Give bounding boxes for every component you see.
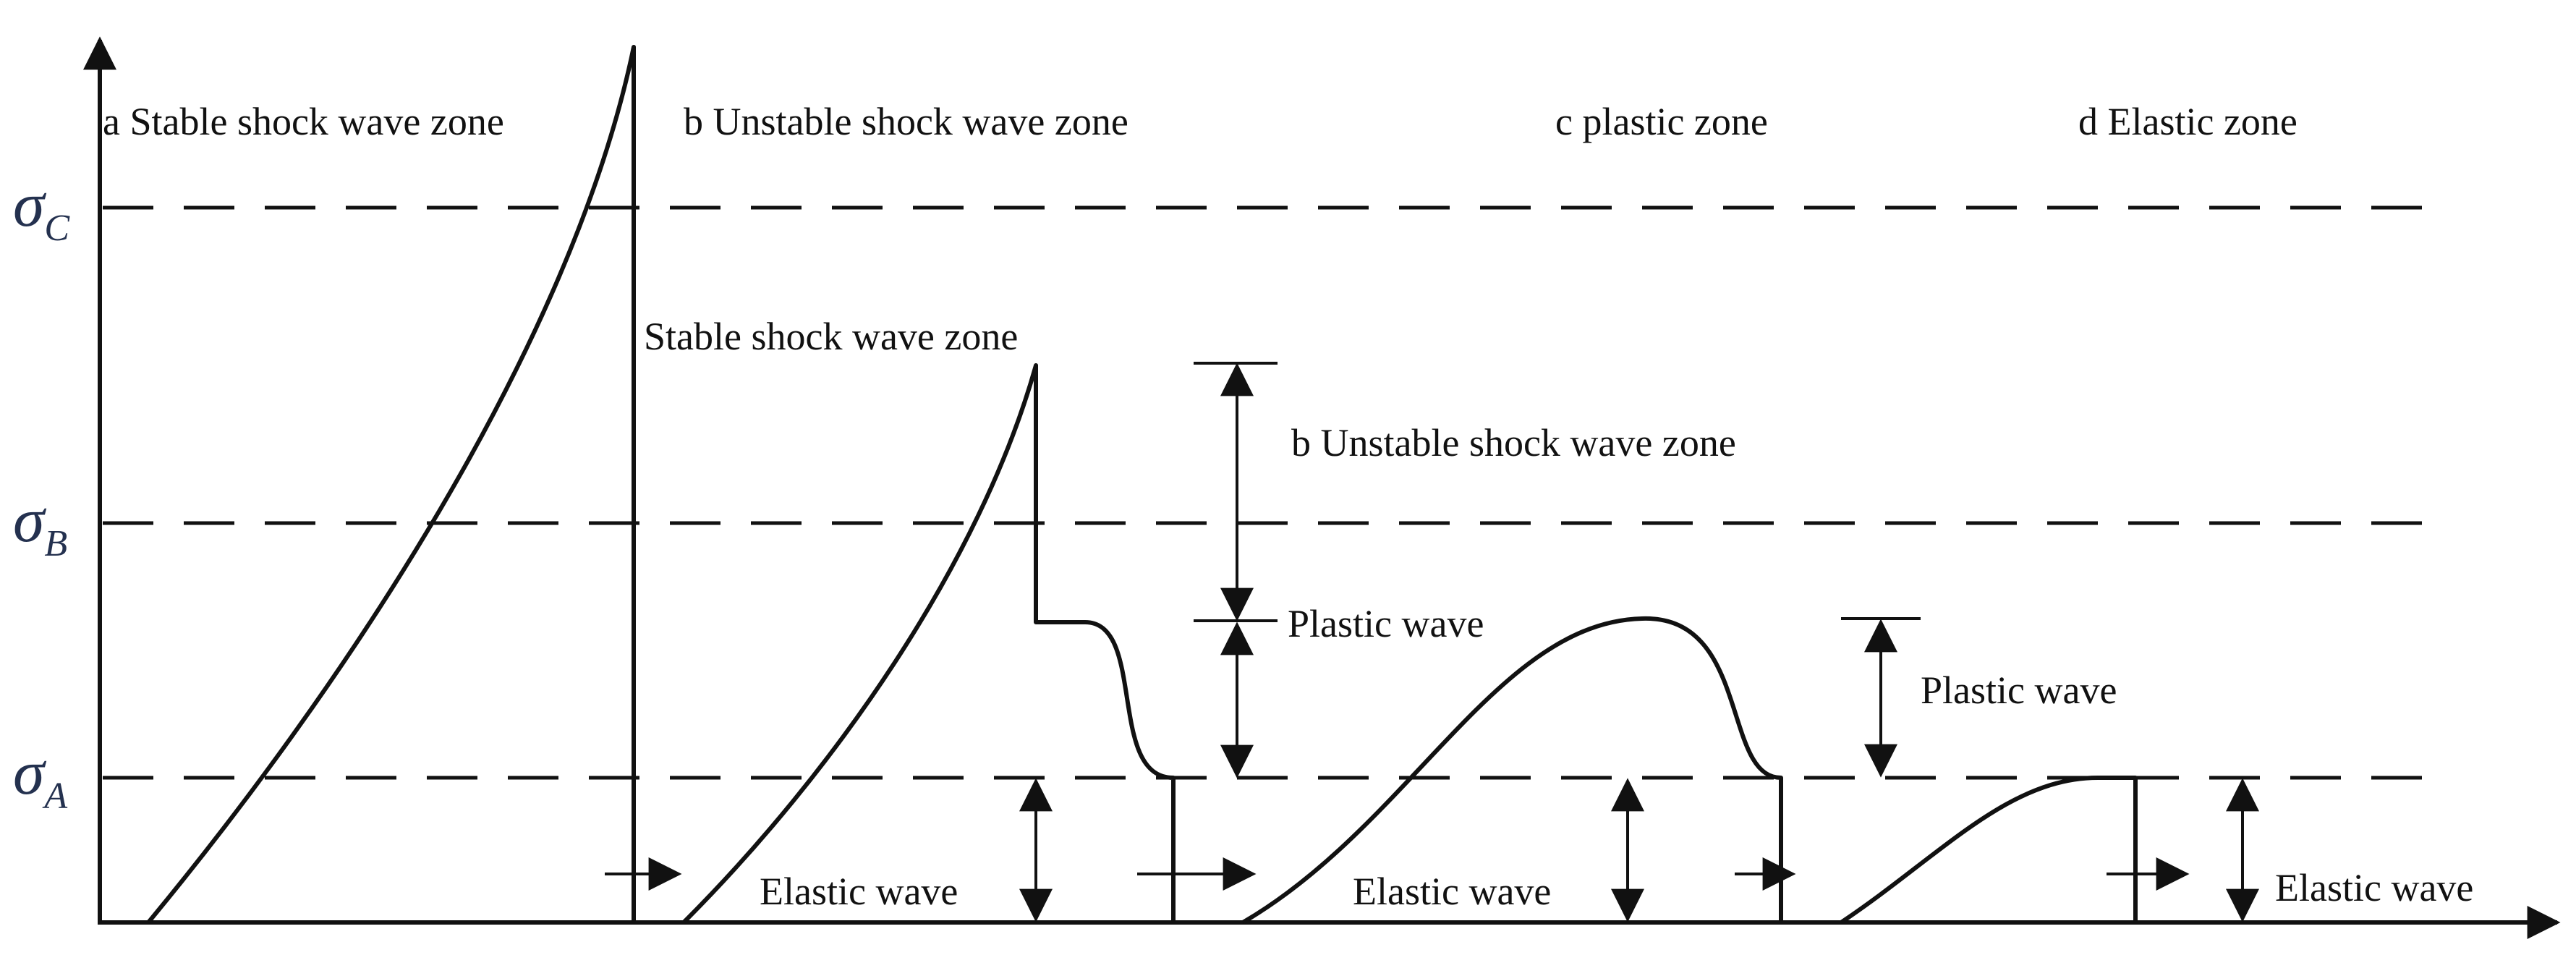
sigma-c-label: σC (13, 170, 70, 249)
level-lines (103, 205, 2445, 780)
sigma-b-label: σB (13, 485, 67, 564)
zone-d-title: d Elastic zone (2078, 100, 2297, 143)
zone-b-title: b Unstable shock wave zone (684, 100, 1128, 143)
elastic-wave-label-b: Elastic wave (760, 870, 958, 913)
zone-c-title: c plastic zone (1555, 100, 1768, 143)
plastic-wave-label-d: Plastic wave (1921, 668, 2117, 712)
wave-profile-d (1840, 776, 2138, 925)
plastic-wave-label-b: Plastic wave (1288, 602, 1484, 645)
stable-shock-label: Stable shock wave zone (644, 315, 1018, 358)
wave-profile-a (146, 45, 636, 924)
elastic-wave-label-d: Elastic wave (2275, 866, 2473, 909)
zone-a-title: a Stable shock wave zone (103, 100, 504, 143)
wave-profile-c (1241, 616, 1783, 925)
elastic-wave-label-c: Elastic wave (1353, 870, 1551, 913)
wave-profile-b (681, 363, 1176, 925)
unstable-shock-label: b Unstable shock wave zone (1291, 421, 1736, 464)
sigma-a-label: σA (13, 738, 67, 817)
